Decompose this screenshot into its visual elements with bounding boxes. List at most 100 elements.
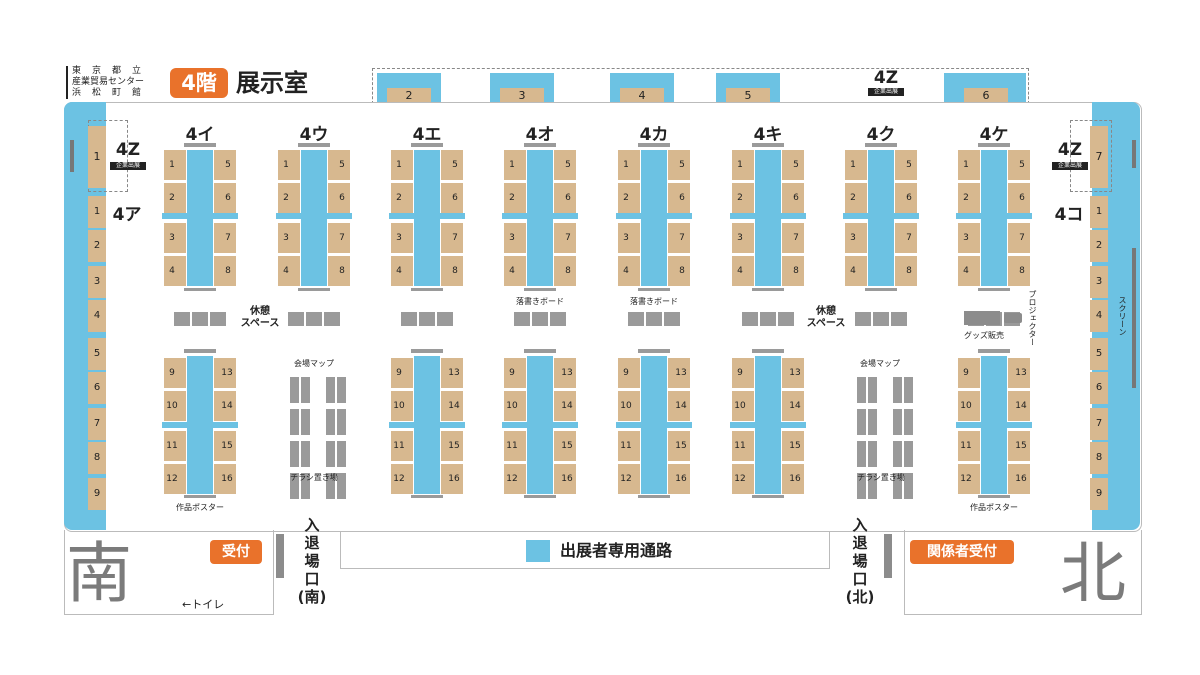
wall-booth-number: 9 — [93, 488, 101, 499]
booth-number: 7 — [565, 233, 571, 243]
flyer-stand — [326, 473, 335, 499]
corporate-booth-right — [1090, 126, 1108, 188]
corporate-label-left: 4Z — [115, 140, 141, 160]
booth-number: 13 — [221, 368, 233, 378]
flyer-stand — [893, 441, 902, 467]
island-bar — [978, 143, 1010, 147]
booth — [732, 183, 754, 213]
booth-number: 16 — [1015, 474, 1027, 484]
wall-booth-number: 8 — [1095, 452, 1103, 463]
booth-number: 10 — [506, 401, 518, 411]
island-bar — [298, 288, 330, 291]
booth-number: 3 — [963, 233, 969, 243]
booth — [328, 183, 350, 213]
flyer-stand — [904, 409, 913, 435]
booth — [895, 256, 917, 286]
booth — [958, 223, 980, 253]
booth-number: 12 — [393, 474, 405, 484]
booth — [958, 183, 980, 213]
booth-number: 6 — [679, 193, 685, 203]
projector-label: プロジェクター — [1028, 290, 1037, 346]
booth — [214, 183, 236, 213]
booth-number: 1 — [509, 160, 515, 170]
wall-booth — [88, 478, 106, 510]
booth — [504, 223, 526, 253]
booth-number: 9 — [623, 368, 629, 378]
flyer-stand — [326, 409, 335, 435]
booth-number: 13 — [1015, 368, 1027, 378]
floor-badge: 4階 — [170, 68, 228, 98]
island-name: 4ケ — [979, 125, 1009, 145]
booth — [618, 391, 640, 421]
flyer-stand — [868, 409, 877, 435]
booth-number: 12 — [166, 474, 178, 484]
booth — [214, 150, 236, 180]
wall-booth-number: 8 — [93, 452, 101, 463]
island-name: 4エ — [412, 125, 442, 145]
booth — [895, 223, 917, 253]
venue-line: 東 京 都 立 — [72, 66, 143, 76]
wall-booth-number: 3 — [93, 276, 101, 287]
booth — [164, 183, 186, 213]
island-divider — [502, 213, 578, 219]
booth — [782, 256, 804, 286]
island-bar — [978, 288, 1010, 291]
booth-number: 7 — [225, 233, 231, 243]
wall-booth-number: 7 — [93, 418, 101, 429]
top-booth-number: 6 — [982, 89, 990, 102]
wall-booth-number: 5 — [93, 348, 101, 359]
booth — [895, 150, 917, 180]
booth — [504, 431, 526, 461]
booth — [732, 223, 754, 253]
corridor-outline — [340, 532, 830, 569]
booth — [958, 391, 980, 421]
booth-number: 15 — [561, 441, 573, 451]
booth-number: 11 — [393, 441, 405, 451]
booth-number: 4 — [509, 266, 515, 276]
booth — [391, 183, 413, 213]
booth-number: 15 — [1015, 441, 1027, 451]
island-divider — [502, 422, 578, 428]
corporate-booth-number: 1 — [93, 150, 101, 163]
booth — [618, 223, 640, 253]
flyer-stand — [337, 441, 346, 467]
wall-booth-number: 7 — [1095, 418, 1103, 429]
booth-number: 6 — [906, 193, 912, 203]
booth-number: 11 — [166, 441, 178, 451]
booth — [618, 431, 640, 461]
booth-number: 3 — [850, 233, 856, 243]
island-divider — [162, 422, 238, 428]
booth — [278, 183, 300, 213]
booth-number: 11 — [734, 441, 746, 451]
wall-booth — [1090, 230, 1108, 262]
island-bar — [752, 349, 784, 353]
booth — [554, 391, 576, 421]
booth — [214, 464, 236, 494]
booth-number: 7 — [906, 233, 912, 243]
booth — [618, 358, 640, 388]
island-divider — [843, 213, 919, 219]
flyer-stand — [326, 377, 335, 403]
booth-number: 4 — [283, 266, 289, 276]
booth-number: 8 — [679, 266, 685, 276]
island-bar — [752, 288, 784, 291]
booth-number: 15 — [448, 441, 460, 451]
booth — [441, 256, 463, 286]
flyer-stand — [337, 409, 346, 435]
island-divider — [956, 213, 1032, 219]
booth-number: 12 — [506, 474, 518, 484]
island-bar — [865, 143, 897, 147]
booth — [554, 256, 576, 286]
booth — [278, 256, 300, 286]
flyer-stand — [857, 473, 866, 499]
room-title: 展示室 — [236, 69, 308, 97]
booth-number: 14 — [448, 401, 460, 411]
booth — [732, 358, 754, 388]
wall-booth-number: 1 — [93, 206, 101, 217]
top-booth-number: 4 — [638, 89, 646, 102]
booth — [958, 464, 980, 494]
booth-number: 16 — [448, 474, 460, 484]
island-bar — [752, 495, 784, 498]
booth-number: 2 — [509, 193, 515, 203]
flyer-stand — [326, 441, 335, 467]
